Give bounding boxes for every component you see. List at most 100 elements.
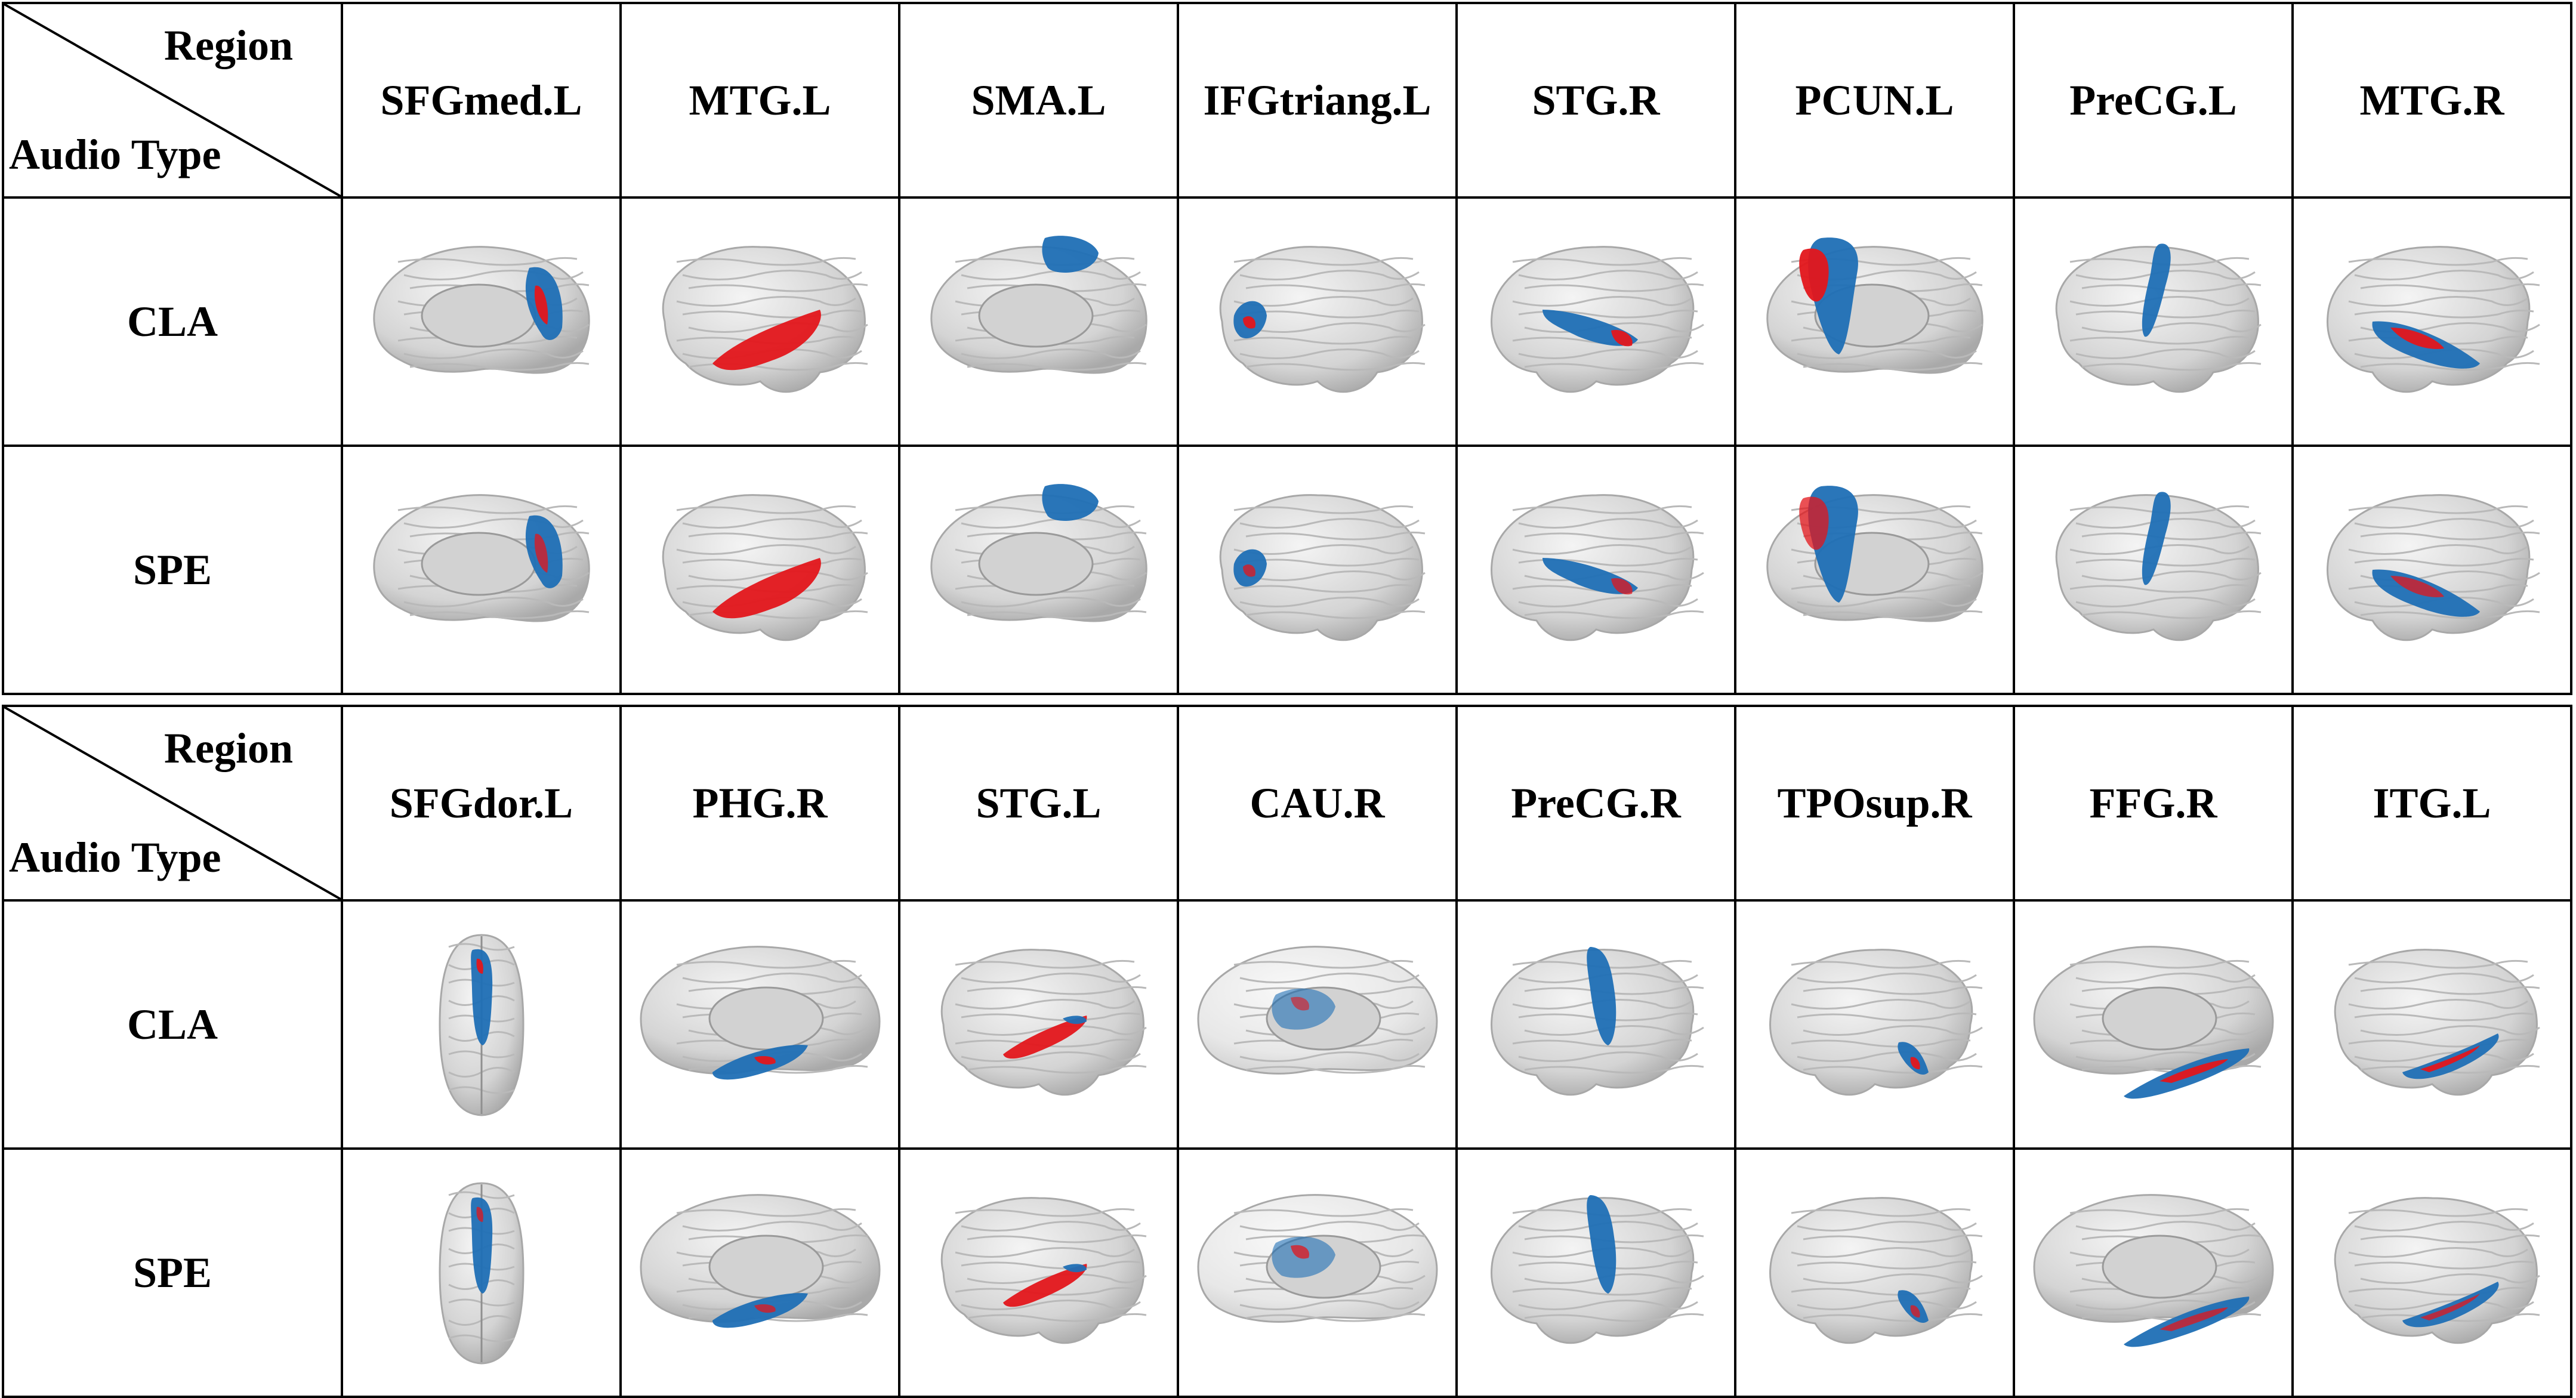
brain-surface [2326, 246, 2530, 393]
gyrus-line [1512, 505, 1692, 514]
activation-blue [1062, 1016, 1087, 1024]
gyrus-line [2354, 1051, 2534, 1062]
brain-map-ifgtriang-l-cla [1219, 246, 1426, 393]
gyrus-line [1797, 1051, 1977, 1062]
gyrus-line [1524, 531, 1704, 541]
brain-map-sma-l-spe [930, 484, 1147, 622]
gyrus-line [1239, 270, 1420, 280]
gyrus-line [967, 1064, 1146, 1074]
gyrus-line [2069, 335, 2249, 345]
activation-blue [470, 949, 492, 1045]
brain-surface [1219, 494, 1423, 641]
gyrus-line [2360, 1025, 2540, 1036]
gyrus-line [688, 531, 868, 541]
gyrus-line [403, 518, 584, 529]
gyrus-line [2360, 1313, 2540, 1322]
audio-row-cla: CLA [2, 899, 2572, 1150]
gyrus-line [1518, 1221, 1698, 1232]
gyrus-line [1233, 1208, 1413, 1217]
gyrus-line [676, 959, 856, 969]
brain-map-sfgmed-l-spe [372, 494, 590, 622]
gyrus-line [1233, 584, 1413, 593]
audio-row-cla: CLA [2, 196, 2572, 447]
corpus-callosum [708, 986, 823, 1051]
gyrus-line [2069, 296, 2250, 307]
gyrus-line [1803, 610, 1982, 619]
activation-red [1910, 1305, 1920, 1318]
brain-map-pcun-l-cla [1766, 237, 1983, 374]
gyrus-line [2348, 1286, 2528, 1296]
region-header: SFGdor.L [341, 705, 622, 902]
gyrus-line [1518, 973, 1698, 983]
brain-map-ifgtriang-l-spe [1219, 494, 1426, 641]
activation-blue [1041, 236, 1099, 273]
gyrus-line [2354, 518, 2534, 529]
brain-cell [341, 445, 622, 695]
gyrus-line [1239, 348, 1420, 359]
gyrus-line [1803, 1273, 1983, 1284]
activation-red [476, 1206, 483, 1222]
gyrus-line [688, 1064, 868, 1074]
corpus-callosum [978, 283, 1093, 348]
brain-cell [2291, 196, 2572, 447]
activation-red [712, 310, 821, 371]
brain-cell [2291, 1147, 2572, 1398]
activation-blue [2142, 492, 2171, 585]
brain-cell [898, 445, 1179, 695]
gyrus-line [1518, 270, 1698, 280]
brain-cell [1734, 1147, 2015, 1398]
gyrus-line [1524, 986, 1704, 995]
gyrus-line [967, 986, 1146, 995]
gyrus-line [1524, 283, 1704, 292]
gyrus-line [1803, 362, 1982, 371]
diagonal-line [4, 707, 341, 899]
brain-map-itg-l-cla [2334, 949, 2540, 1096]
gyrus-line [1518, 348, 1698, 359]
gyrus-line [1239, 557, 1419, 567]
gyrus-line [1512, 544, 1692, 555]
gyrus-line [1245, 570, 1426, 581]
brain-map-mtg-r-spe [2326, 494, 2540, 641]
region-axis-label: Region [164, 21, 293, 69]
gyrus-line [1518, 518, 1698, 529]
gyrus-line [682, 1221, 862, 1232]
brain-cell [341, 1147, 622, 1398]
region-header: CAU.R [1177, 705, 1458, 902]
activation-red [1910, 1057, 1920, 1070]
header-row: Region Audio Type SFGdor.L PHG.R STG.L C… [2, 705, 2572, 902]
activation-red [1290, 1245, 1309, 1259]
corpus-callosum [421, 532, 536, 596]
brain-cell [898, 899, 1179, 1150]
gyrus-line [2348, 1208, 2528, 1217]
gyrus-line [2354, 309, 2534, 319]
gyrus-line [2354, 1221, 2534, 1232]
region-header: ITG.L [2291, 705, 2572, 902]
gyrus-line [955, 1247, 1135, 1258]
brain-map-precg-r-spe [1490, 1195, 1704, 1344]
gyrus-line [2354, 1012, 2534, 1022]
gyrus-line [397, 257, 577, 266]
brain-map-precg-r-cla [1490, 947, 1704, 1096]
audio-type-label: SPE [2, 1147, 343, 1398]
gyrus-line [1524, 1273, 1704, 1284]
gyrus-line [1524, 610, 1704, 619]
brain-cell [341, 899, 622, 1150]
audio-type-label: SPE [2, 445, 343, 695]
activation-blue [1041, 484, 1099, 521]
activation-red [2420, 1294, 2480, 1320]
brain-map-stg-r-spe [1490, 494, 1704, 641]
gyrus-line [2069, 1208, 2249, 1217]
corner-cell: Region Audio Type [2, 2, 343, 199]
gyrus-line [2360, 1064, 2540, 1074]
brain-cell [1455, 1147, 1736, 1398]
corpus-callosum [421, 283, 536, 348]
gyrus-line [676, 1208, 856, 1217]
gyrus-line [682, 973, 862, 983]
gyrus-line [1239, 1300, 1420, 1310]
gyrus-line [2075, 270, 2256, 280]
brain-cell [1455, 445, 1736, 695]
gyrus-line [682, 309, 862, 319]
activation-red [1798, 248, 1829, 302]
gyrus-line [2075, 348, 2256, 359]
gyrus-line [2069, 544, 2250, 555]
